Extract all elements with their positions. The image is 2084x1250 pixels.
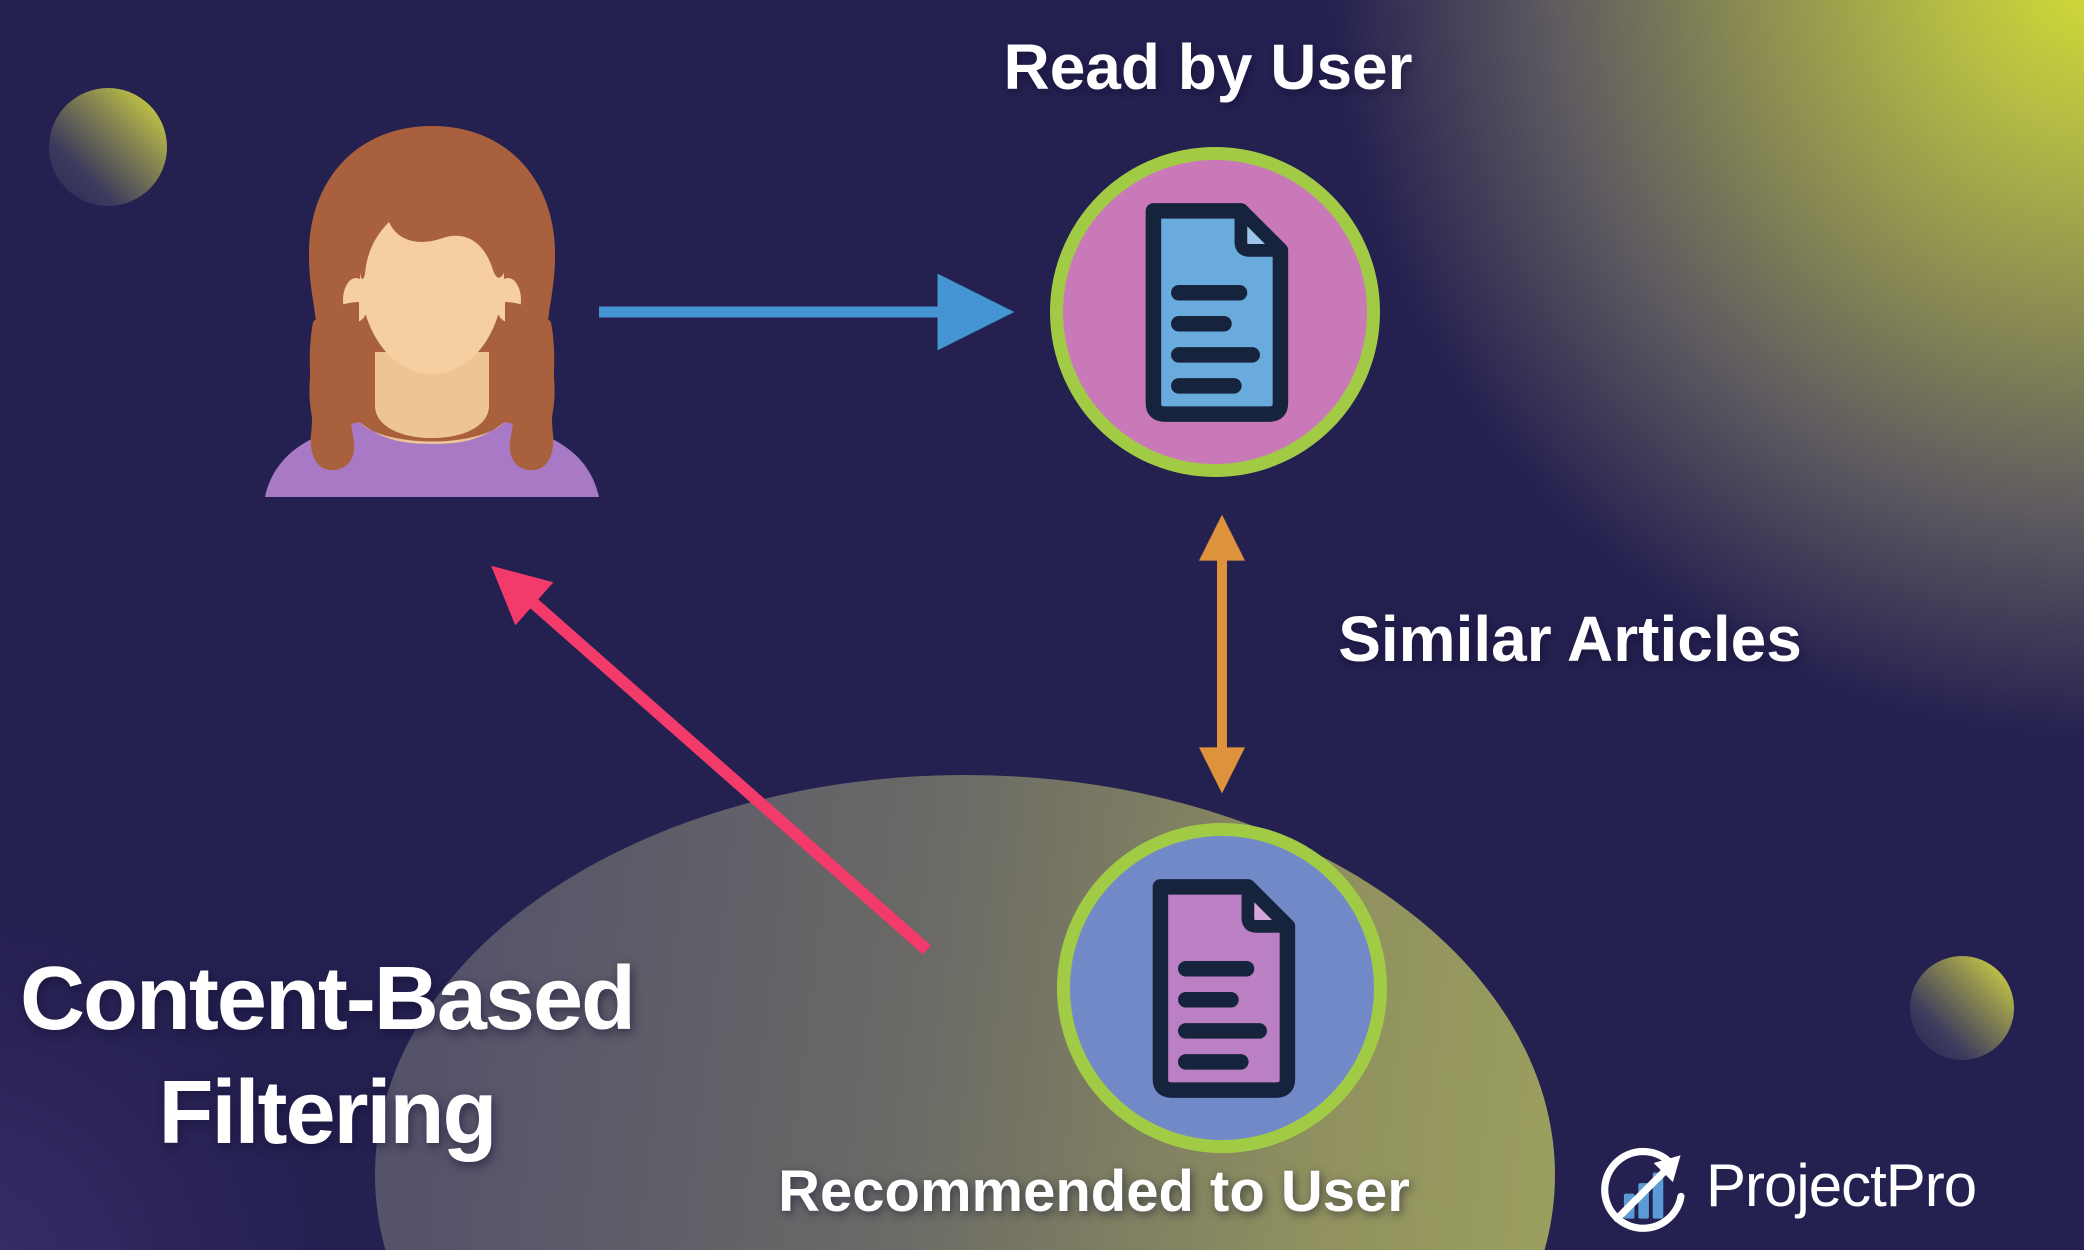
glow-orb-bottom-right — [1910, 956, 2014, 1060]
projectpro-logo: ProjectPro — [1598, 1136, 1977, 1236]
read-article-node — [1050, 147, 1380, 477]
page-title: Content-Based Filtering — [19, 942, 636, 1170]
blue-document-icon — [1145, 202, 1288, 422]
read-by-user-label: Read by User — [1003, 31, 1413, 103]
purple-document-icon — [1152, 878, 1295, 1098]
user-avatar — [257, 122, 607, 497]
page-title-line2: Filtering — [158, 1063, 498, 1163]
recommended-to-user-label: Recommended to User — [778, 1159, 1410, 1224]
similar-articles-label: Similar Articles — [1338, 603, 1802, 675]
recommend-arrow — [491, 565, 931, 955]
glow-orb-top-left — [49, 88, 167, 206]
projectpro-logo-text: ProjectPro — [1706, 1152, 1977, 1219]
page-title-line1: Content-Based — [19, 949, 636, 1049]
growth-chart-in-circle-icon — [1601, 1147, 1685, 1232]
recommended-article-node — [1057, 823, 1387, 1153]
woman-avatar-icon — [265, 126, 599, 497]
